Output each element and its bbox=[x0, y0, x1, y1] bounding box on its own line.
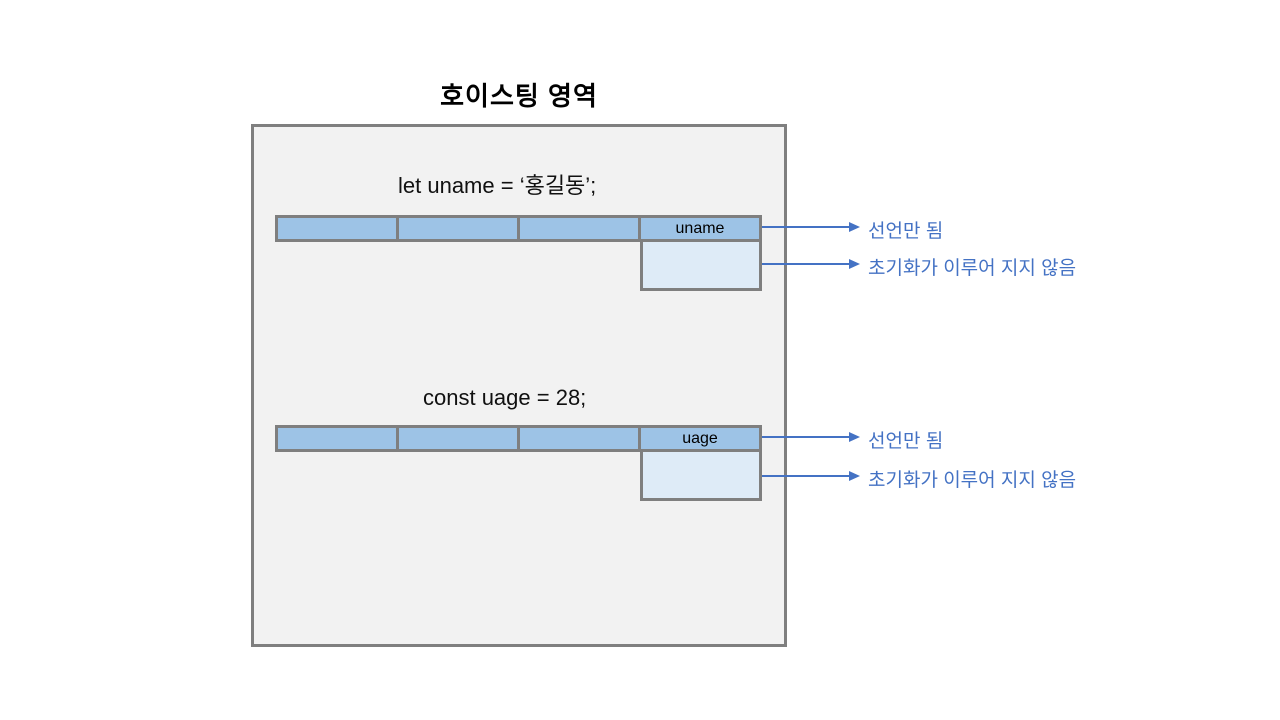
arrow-icon bbox=[762, 432, 860, 442]
diagram-title: 호이스팅 영역 bbox=[440, 81, 598, 111]
code-let-uname: let uname = ‘홍길동’; bbox=[398, 173, 597, 198]
arrow-icon bbox=[762, 471, 860, 481]
value-box-uage bbox=[640, 449, 762, 501]
memory-cell-uage: uage bbox=[641, 428, 759, 449]
memory-cell-empty bbox=[278, 428, 399, 449]
annotation-not-initialized: 초기화가 이루어 지지 않음 bbox=[868, 258, 1077, 279]
hoisting-region-box bbox=[251, 124, 787, 647]
memory-row-uname: uname bbox=[275, 215, 762, 242]
annotation-not-initialized: 초기화가 이루어 지지 않음 bbox=[868, 470, 1077, 491]
annotation-declared-only: 선언만 됨 bbox=[868, 221, 944, 242]
code-const-uage: const uage = 28; bbox=[423, 385, 587, 410]
memory-cell-empty bbox=[278, 218, 399, 239]
memory-row-uage: uage bbox=[275, 425, 762, 452]
annotation-declared-only: 선언만 됨 bbox=[868, 431, 944, 452]
memory-cell-empty bbox=[520, 218, 641, 239]
value-box-uname bbox=[640, 239, 762, 291]
arrow-icon bbox=[762, 259, 860, 269]
memory-cell-empty bbox=[399, 428, 520, 449]
arrow-icon bbox=[762, 222, 860, 232]
memory-cell-uname: uname bbox=[641, 218, 759, 239]
memory-cell-empty bbox=[399, 218, 520, 239]
memory-cell-empty bbox=[520, 428, 641, 449]
